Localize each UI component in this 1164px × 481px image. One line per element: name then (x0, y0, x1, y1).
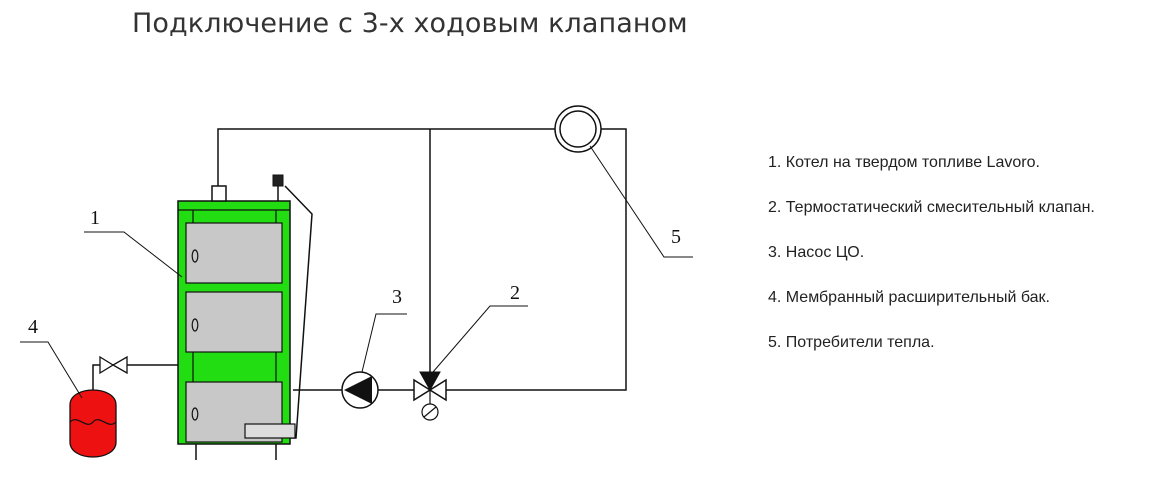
supply-pipe (217, 128, 556, 188)
three-way-valve (413, 371, 447, 421)
callout-number-1: 1 (90, 207, 100, 229)
diagram-title: Подключение с 3-х ходовым клапаном (132, 8, 688, 39)
consumer-riser (446, 128, 627, 391)
callout-leader-3 (361, 313, 407, 373)
thermostat-sensor (272, 174, 284, 187)
callout-number-5: 5 (671, 226, 681, 248)
expansion-tank (69, 381, 117, 458)
tank-line-pipe (92, 364, 178, 381)
callout-number-4: 4 (28, 316, 38, 338)
legend-item-tank: 4. Мембранный расширительный бак. (768, 289, 1050, 306)
boiler-outlet-fitting (211, 185, 227, 202)
callout-leader-1 (84, 231, 183, 278)
boiler-door-top (185, 222, 283, 284)
callout-number-3: 3 (392, 286, 402, 308)
boiler-ash-tray (244, 423, 296, 439)
boiler-door-middle (185, 291, 283, 353)
legend-item-consumer: 5. Потребители тепла. (768, 334, 935, 351)
shutoff-valve (99, 355, 128, 375)
callout-leader-5 (589, 145, 693, 258)
legend-item-boiler: 1. Котел на твердом топливе Lavoro. (768, 154, 1040, 171)
callout-leader-2 (432, 305, 528, 373)
callout-leader-4 (20, 341, 83, 399)
consumer-heater (554, 105, 602, 153)
pump (341, 371, 379, 409)
boiler (177, 174, 296, 460)
legend-item-valve: 2. Термостатический смесительный клапан. (768, 199, 1095, 216)
legend: 1. Котел на твердом топливе Lavoro. 2. Т… (768, 152, 1095, 377)
callout-number-2: 2 (510, 282, 520, 304)
legend-item-pump: 3. Насос ЦО. (768, 244, 865, 261)
